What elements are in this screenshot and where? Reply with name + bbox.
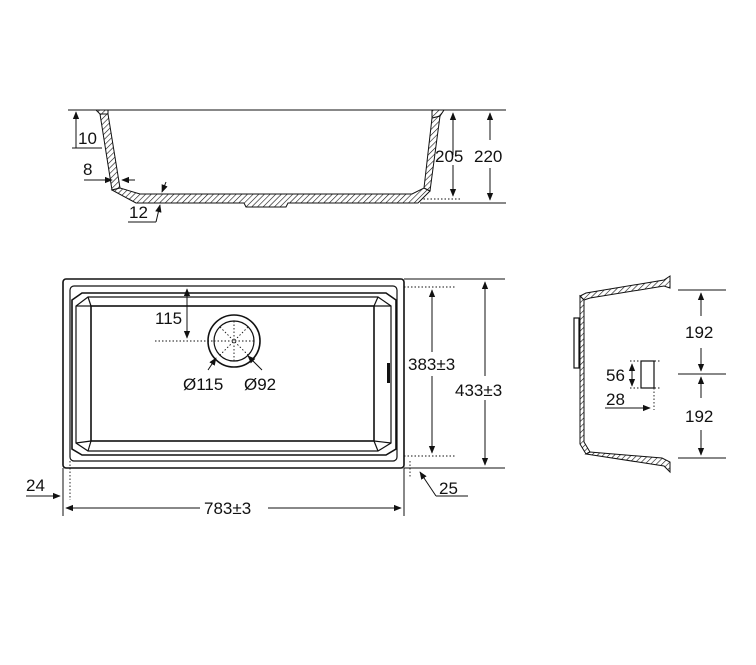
right-margin-arrow xyxy=(419,471,437,497)
corner-bl-v xyxy=(87,440,92,452)
section-view: 10 8 12 205 220 xyxy=(68,109,506,223)
corner-tl-v xyxy=(87,296,92,307)
drain-diag-2 xyxy=(219,326,249,356)
sink-bottom xyxy=(110,187,431,208)
side-view: 192 192 56 28 xyxy=(573,275,726,474)
bowl-floor xyxy=(90,305,375,442)
plan-outer-depth-label: 433±3 xyxy=(455,381,502,400)
outer-depth-label: 220 xyxy=(474,147,502,166)
bowl-outline xyxy=(71,292,397,456)
bowl-inner-outline xyxy=(75,296,392,452)
plan-inner-depth-label: 383±3 xyxy=(408,355,455,374)
corner-tr-v xyxy=(373,296,379,307)
outer-outline xyxy=(62,278,405,469)
corner-br-v xyxy=(373,440,379,452)
upper-half-label: 192 xyxy=(685,323,713,342)
overflow-slot xyxy=(387,363,390,383)
side-handle-slot xyxy=(573,317,580,369)
overflow-height-label: 56 xyxy=(606,366,625,385)
drain-diag-1 xyxy=(219,326,249,356)
left-margin-label: 24 xyxy=(26,476,45,495)
outer-width-label: 783±3 xyxy=(204,499,251,518)
drain-outer-leader xyxy=(207,357,217,371)
left-wall xyxy=(99,113,121,191)
drain-offset-label: 115 xyxy=(155,309,182,328)
corner-br-h xyxy=(373,440,392,444)
bottom-thickness-label: 12 xyxy=(129,203,148,222)
overflow-slot-side xyxy=(640,360,655,389)
drain-inner-leader xyxy=(247,355,263,371)
side-top-flange xyxy=(579,275,671,301)
rim-outline xyxy=(69,285,398,462)
side-wall xyxy=(579,294,591,455)
right-flange xyxy=(431,109,445,119)
overflow-width-label: 28 xyxy=(606,390,625,409)
lower-half-label: 192 xyxy=(685,407,713,426)
left-flange xyxy=(94,109,109,115)
drain-inner-diameter-label: Ø92 xyxy=(244,375,276,394)
inner-depth-label: 205 xyxy=(435,147,463,166)
plan-view: 115 Ø115 Ø92 383±3 433±3 24 25 xyxy=(26,278,505,518)
right-margin-label: 25 xyxy=(439,479,458,498)
bottom-thickness-arrow-lower xyxy=(155,204,162,223)
corner-bl-h xyxy=(75,440,92,444)
rim-height-label: 10 xyxy=(78,129,97,148)
drain-outer-diameter-label: Ø115 xyxy=(183,375,223,394)
wall-thickness-label: 8 xyxy=(83,160,92,179)
side-bottom-flange xyxy=(584,451,671,474)
bottom-thickness-arrow-upper xyxy=(161,181,168,193)
